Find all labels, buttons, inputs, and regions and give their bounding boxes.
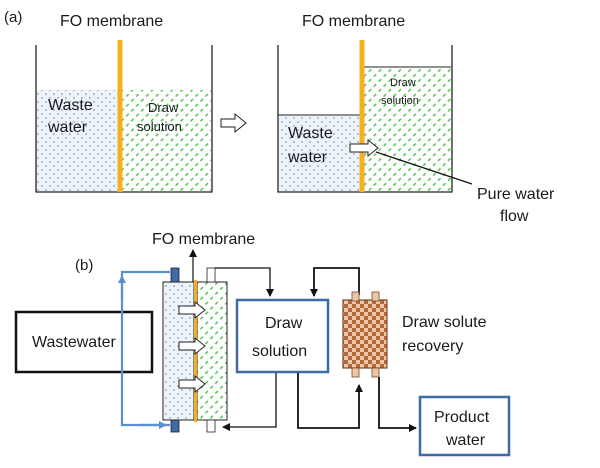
right-waste-label-2: water [287,149,328,166]
module-flow-arrow-3-icon [178,374,206,394]
module-flow-arrow-2-icon [178,336,206,356]
recovery-to-product-pipe [378,377,417,432]
left-draw-solution-region [121,90,211,191]
right-membrane-title: FO membrane [302,13,405,30]
product-label-2: water [445,432,486,449]
b-membrane-title: FO membrane [152,231,255,248]
feed-top-port [170,267,180,283]
right-tank-outline [277,45,453,193]
draw-box-label-1: Draw [265,315,303,332]
draw-solution-box [235,298,330,374]
recovery-top-port-right [371,291,380,302]
right-draw-label-1: Draw [390,77,416,89]
product-water-box [418,395,511,457]
module-flow-arrow-1-icon [178,300,206,320]
recovery-bottom-port-right [371,367,380,378]
wastewater-box [14,310,154,374]
pure-water-flow-arrow-icon [349,138,379,158]
callout-label-2: flow [500,208,529,225]
left-waste-label-1: Waste [48,97,93,114]
draw-solute-recovery-unit [342,291,388,378]
recovery-bottom-port-left [351,367,360,378]
module-draw-side [196,281,228,421]
recovery-to-draw-pipe [310,267,360,297]
left-tank-outline [35,45,213,193]
panel-a-label: (a) [4,9,22,26]
draw-top-port [206,267,216,283]
left-draw-label-1: Draw [148,100,179,115]
right-draw-label-2: solution [381,95,419,107]
draw-box-label-2: solution [252,343,307,360]
module-feed-side [162,281,195,421]
transition-arrow-icon [220,112,247,134]
recovery-top-port-left [351,291,360,302]
left-waste-label-2: water [47,119,88,136]
draw-to-recovery-pipe [297,373,363,429]
callout-label-1: Pure water [477,186,555,203]
left-waste-water-region [37,90,119,191]
panel-b-label: (b) [75,257,93,274]
left-tank: FO membrane Waste water Draw solution [35,13,213,193]
draw-bottom-port [206,419,216,433]
right-tank: FO membrane Draw solution Waste water Pu… [277,13,555,225]
draw-to-module-return-pipe [222,373,277,431]
left-draw-label-2: solution [137,119,182,134]
callout-pointer-line [375,151,473,185]
recovery-label-1: Draw solute [402,314,487,331]
wastewater-label: Wastewater [32,334,117,351]
recovery-label-2: recovery [402,338,463,355]
right-waste-water-region [279,115,361,191]
product-label-1: Product [434,409,490,426]
right-waste-label-1: Waste [288,125,333,142]
feed-bottom-port [170,419,180,433]
module-to-draw-pipe [215,267,274,297]
fo-module [162,267,228,433]
recovery-column [342,299,388,369]
left-membrane-title: FO membrane [60,13,163,30]
right-draw-solution-region [364,67,451,191]
